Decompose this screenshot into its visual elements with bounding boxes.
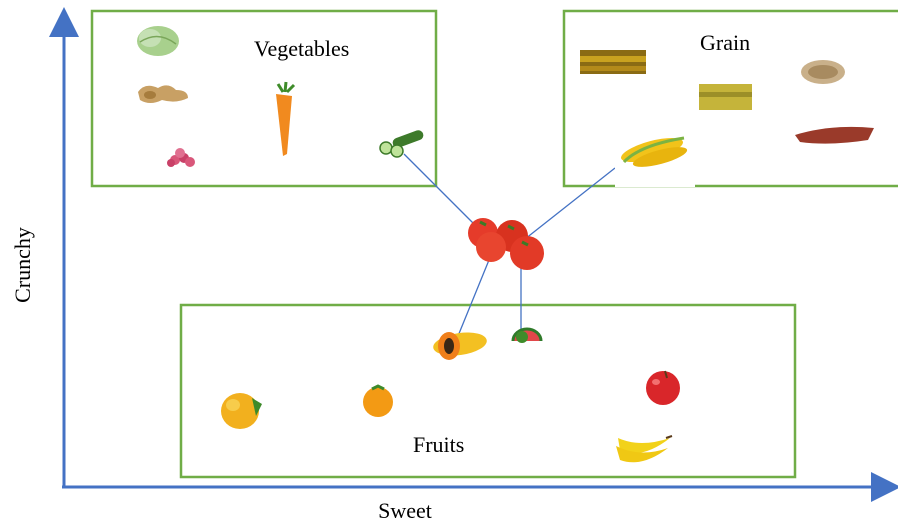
apple-icon	[646, 370, 680, 405]
rice-field-icon	[699, 84, 752, 110]
carrot-icon	[276, 81, 296, 156]
x-axis-label: Sweet	[378, 498, 432, 523]
connector-corn-tomato	[524, 167, 616, 240]
ginger-icon	[138, 85, 188, 103]
millet-icon	[580, 50, 646, 74]
tomato-icon	[468, 218, 544, 270]
cabbage-icon	[137, 26, 179, 56]
vegetables-box	[90, 9, 438, 188]
orange-icon	[363, 384, 393, 417]
oats-icon	[801, 60, 845, 84]
fruits-box	[179, 303, 797, 479]
grain-title: Grain	[700, 30, 750, 55]
shallots-icon	[167, 148, 195, 167]
grain-box	[562, 9, 898, 188]
banana-icon	[616, 435, 673, 463]
mango-icon	[221, 393, 262, 429]
papaya-icon	[433, 332, 487, 360]
corn-icon	[615, 136, 695, 187]
watermelon-icon	[511, 327, 543, 343]
connector-papaya-tomato	[457, 259, 490, 337]
cucumber-icon	[379, 130, 424, 158]
connector-cucumber-tomato	[403, 153, 479, 229]
y-axis-label: Crunchy	[10, 227, 35, 303]
red-rice-icon	[795, 126, 874, 144]
fruits-title: Fruits	[413, 432, 464, 457]
vegetables-title: Vegetables	[254, 36, 349, 61]
